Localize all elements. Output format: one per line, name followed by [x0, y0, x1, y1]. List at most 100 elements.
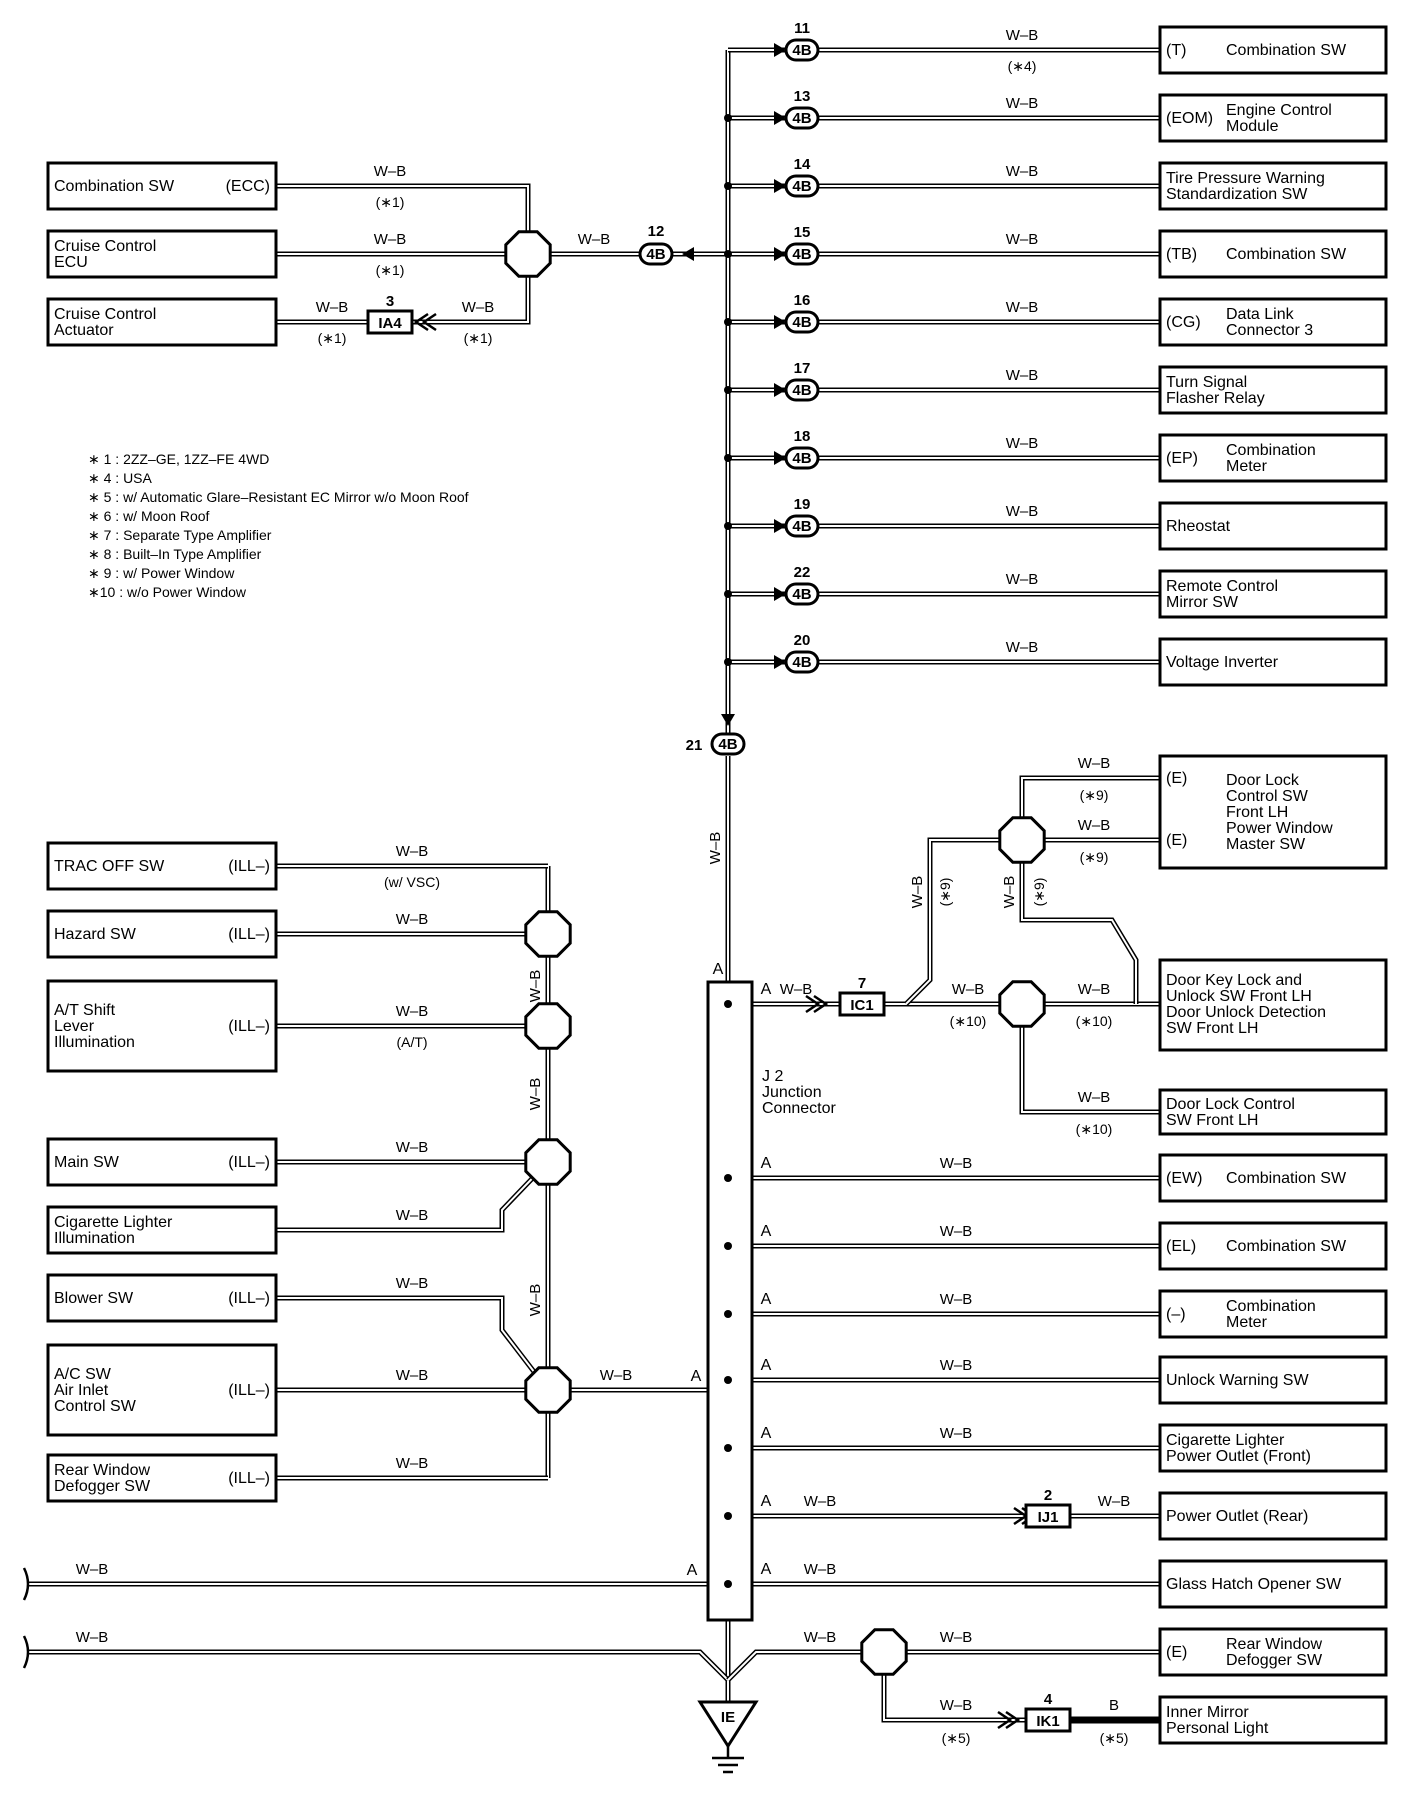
ground-label: IE — [721, 1709, 735, 1726]
wire-note: (∗10) — [950, 1013, 987, 1029]
pin-label: (–) — [1166, 1306, 1186, 1323]
wire-note: (A/T) — [396, 1034, 427, 1050]
component-box — [1158, 1088, 1388, 1136]
component-name: Door Lock Control — [1166, 1096, 1295, 1113]
connector-12-label: 4B — [646, 246, 665, 263]
connector-20 — [784, 650, 820, 674]
legend-item: ∗ 6 : w/ Moon Roof — [88, 508, 210, 524]
wire-door-9-key-core — [1021, 840, 1137, 1004]
wire-note: (∗1) — [318, 330, 347, 346]
break-mark — [22, 1635, 30, 1669]
component-box — [1158, 161, 1388, 211]
connector-IA4 — [366, 309, 414, 335]
component-box — [46, 841, 278, 891]
junction-name: J 2 — [762, 1068, 783, 1085]
component-name: Cruise Control — [54, 238, 156, 255]
pin-label: (T) — [1166, 42, 1186, 59]
component-name: Door Key Lock and — [1166, 972, 1302, 989]
connector-13 — [784, 106, 820, 130]
wire-color: W–B — [1078, 755, 1111, 772]
component-box — [46, 229, 278, 279]
component-name: Turn Signal — [1166, 374, 1247, 391]
component-name: SW Front LH — [1166, 1020, 1258, 1037]
wire-note: (w/ VSC) — [384, 874, 440, 890]
component-box — [1158, 297, 1388, 347]
wire-color: W–B — [316, 299, 349, 316]
wire-color: W–B — [940, 1697, 973, 1714]
component-box — [1158, 1423, 1388, 1473]
connector-15-label: 4B — [792, 246, 811, 263]
splice-ill — [524, 1002, 572, 1050]
junction-dot — [724, 1000, 732, 1008]
wire-color: W–B — [527, 1078, 544, 1111]
connector-14-label: 4B — [792, 178, 811, 195]
wire-color: W–B — [374, 163, 407, 180]
pin-label: (ILL–) — [228, 926, 270, 943]
wire-color: W–B — [1006, 299, 1039, 316]
wire-lock-front-core — [1021, 1004, 1160, 1113]
connector-number: 22 — [794, 564, 811, 581]
component-name: Cigarette Lighter — [54, 1214, 173, 1231]
connector-15 — [784, 242, 820, 266]
wire-color: W–B — [76, 1629, 109, 1646]
junction-connector-J2 — [706, 980, 754, 1622]
component-name: Power Outlet (Rear) — [1166, 1508, 1308, 1525]
ground-icon — [712, 1746, 744, 1774]
wire-color: W–B — [600, 1367, 633, 1384]
connector-22 — [784, 582, 820, 606]
pin-label: A — [761, 1223, 772, 1240]
wire-color: W–B — [396, 1455, 429, 1472]
pin-label: A — [761, 1561, 772, 1578]
connector-14 — [784, 174, 820, 198]
legend-item: ∗ 1 : 2ZZ–GE, 1ZZ–FE 4WD — [88, 451, 269, 467]
wire-note: (∗10) — [1076, 1121, 1113, 1137]
junction-dot — [724, 318, 732, 326]
arrow-right — [774, 519, 786, 533]
connector-number: 17 — [794, 360, 811, 377]
splice-door-10 — [998, 980, 1046, 1028]
pin-label: A — [761, 1425, 772, 1442]
wire-color: W–B — [707, 832, 724, 865]
component-name: Control SW — [54, 1398, 137, 1415]
pin-label: (EW) — [1166, 1170, 1202, 1187]
arrow-right — [774, 43, 786, 57]
connector-IJ1-label: IJ1 — [1038, 1509, 1059, 1526]
wire-note: (∗1) — [376, 194, 405, 210]
connector-20-label: 4B — [792, 654, 811, 671]
connector-number: 21 — [686, 737, 703, 754]
pin-label: A — [761, 1493, 772, 1510]
component-box — [46, 909, 278, 959]
component-name: Unlock Warning SW — [1166, 1372, 1309, 1389]
component-name: Combination SW — [1226, 246, 1347, 263]
connector-12 — [638, 242, 674, 266]
connector-number: 11 — [794, 20, 810, 37]
arrow-left — [682, 247, 694, 261]
ground-point-IE — [697, 1700, 759, 1749]
component-name: Cruise Control — [54, 306, 156, 323]
connector-18 — [784, 446, 820, 470]
connector-17 — [784, 378, 820, 402]
wire-color: W–B — [909, 876, 926, 909]
junction-dot — [724, 454, 732, 462]
connector-19 — [784, 514, 820, 538]
arrow-right — [774, 315, 786, 329]
wire-color: W–B — [396, 843, 429, 860]
arrow-right — [774, 111, 786, 125]
wire-color: W–B — [940, 1357, 973, 1374]
wire-color: W–B — [940, 1291, 973, 1308]
connector-number: 14 — [794, 156, 811, 173]
wire-right-ground-core — [727, 1651, 884, 1681]
connector-IJ1-number: 2 — [1044, 1487, 1052, 1504]
wire-color: W–B — [396, 1139, 429, 1156]
component-name: Rheostat — [1166, 518, 1231, 535]
break-mark — [22, 1567, 30, 1601]
connector-19-label: 4B — [792, 518, 811, 535]
connector-22-label: 4B — [792, 586, 811, 603]
wire-left-ground-core — [28, 1651, 729, 1681]
component-name: Meter — [1226, 458, 1268, 475]
connector-16-label: 4B — [792, 314, 811, 331]
component-box — [46, 1273, 278, 1323]
component-name: Combination SW — [1226, 1238, 1347, 1255]
component-name: Unlock SW Front LH — [1166, 988, 1312, 1005]
